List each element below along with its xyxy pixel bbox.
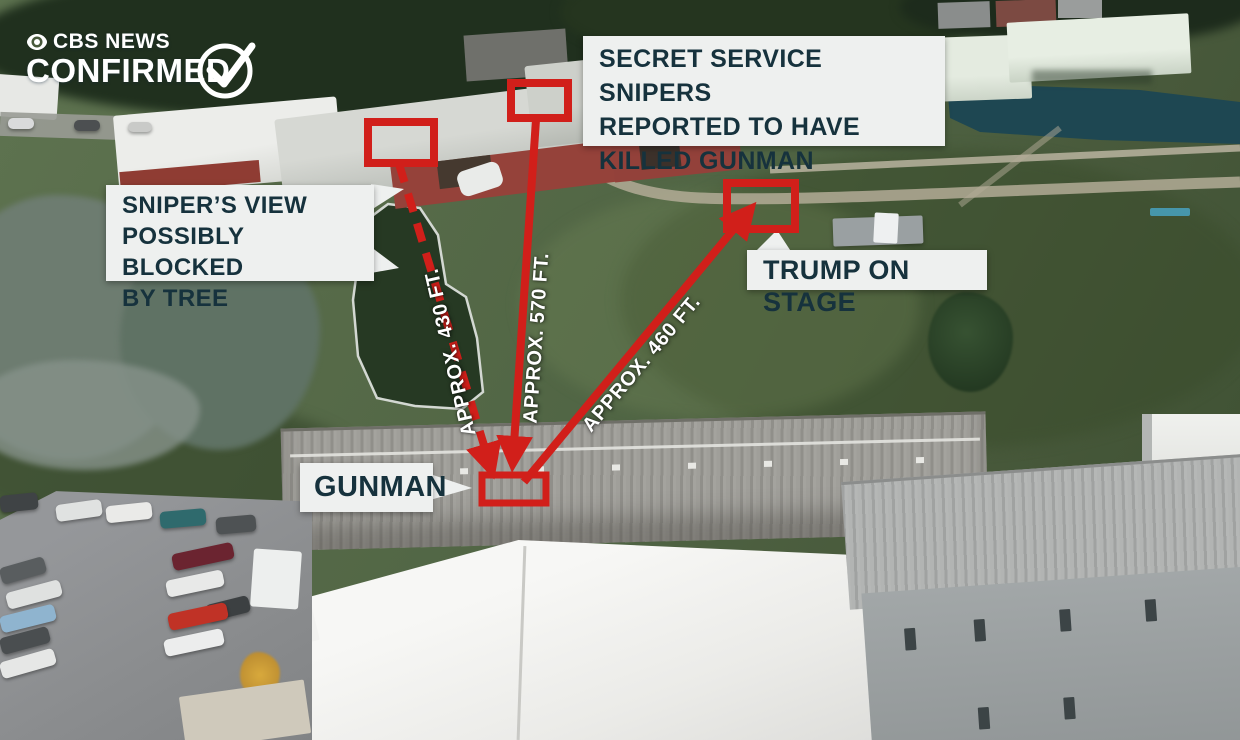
program-name: CONFIRMED (26, 52, 231, 89)
callout-secret-service-snipers: SECRET SERVICE SNIPERS REPORTED TO HAVE … (583, 36, 945, 175)
callout-trump-on-stage: TRUMP ON STAGE (747, 250, 987, 317)
gunman-box (478, 471, 550, 507)
sniper-box-left (364, 118, 438, 167)
trump-stage-box (723, 179, 799, 233)
dirt-road-upper (769, 144, 1240, 174)
dirt-road-cross (958, 125, 1062, 208)
tree-foreground-left3 (0, 360, 200, 470)
line-570ft (496, 119, 540, 473)
car (74, 120, 100, 131)
sniper-box-right (507, 79, 572, 122)
bleacher-hint (1150, 208, 1190, 216)
line-430ft-dashed (395, 162, 502, 480)
trump-callout-tail (754, 230, 792, 253)
callout-gunman: GUNMAN (300, 463, 446, 512)
tree-right (928, 292, 1013, 392)
network-name: CBS NEWS (53, 30, 171, 53)
house-roof (1058, 0, 1102, 18)
pond (948, 86, 1240, 144)
car (8, 118, 34, 129)
tree-callout-tail-lower (371, 247, 399, 273)
cbs-news-confirmed-logo: CBS NEWS CONFIRMED (26, 26, 286, 106)
confirmed-check-icon (197, 42, 256, 99)
tree-callout-tail-upper (371, 184, 404, 210)
cbs-eye-icon (27, 34, 47, 50)
warehouse-shadow (1032, 70, 1152, 84)
gunman-callout-tail (430, 474, 472, 500)
callout-snipers-view-blocked: SNIPER’S VIEW POSSIBLY BLOCKED BY TREE (106, 185, 374, 312)
line-460ft (520, 201, 757, 485)
car (128, 122, 152, 132)
